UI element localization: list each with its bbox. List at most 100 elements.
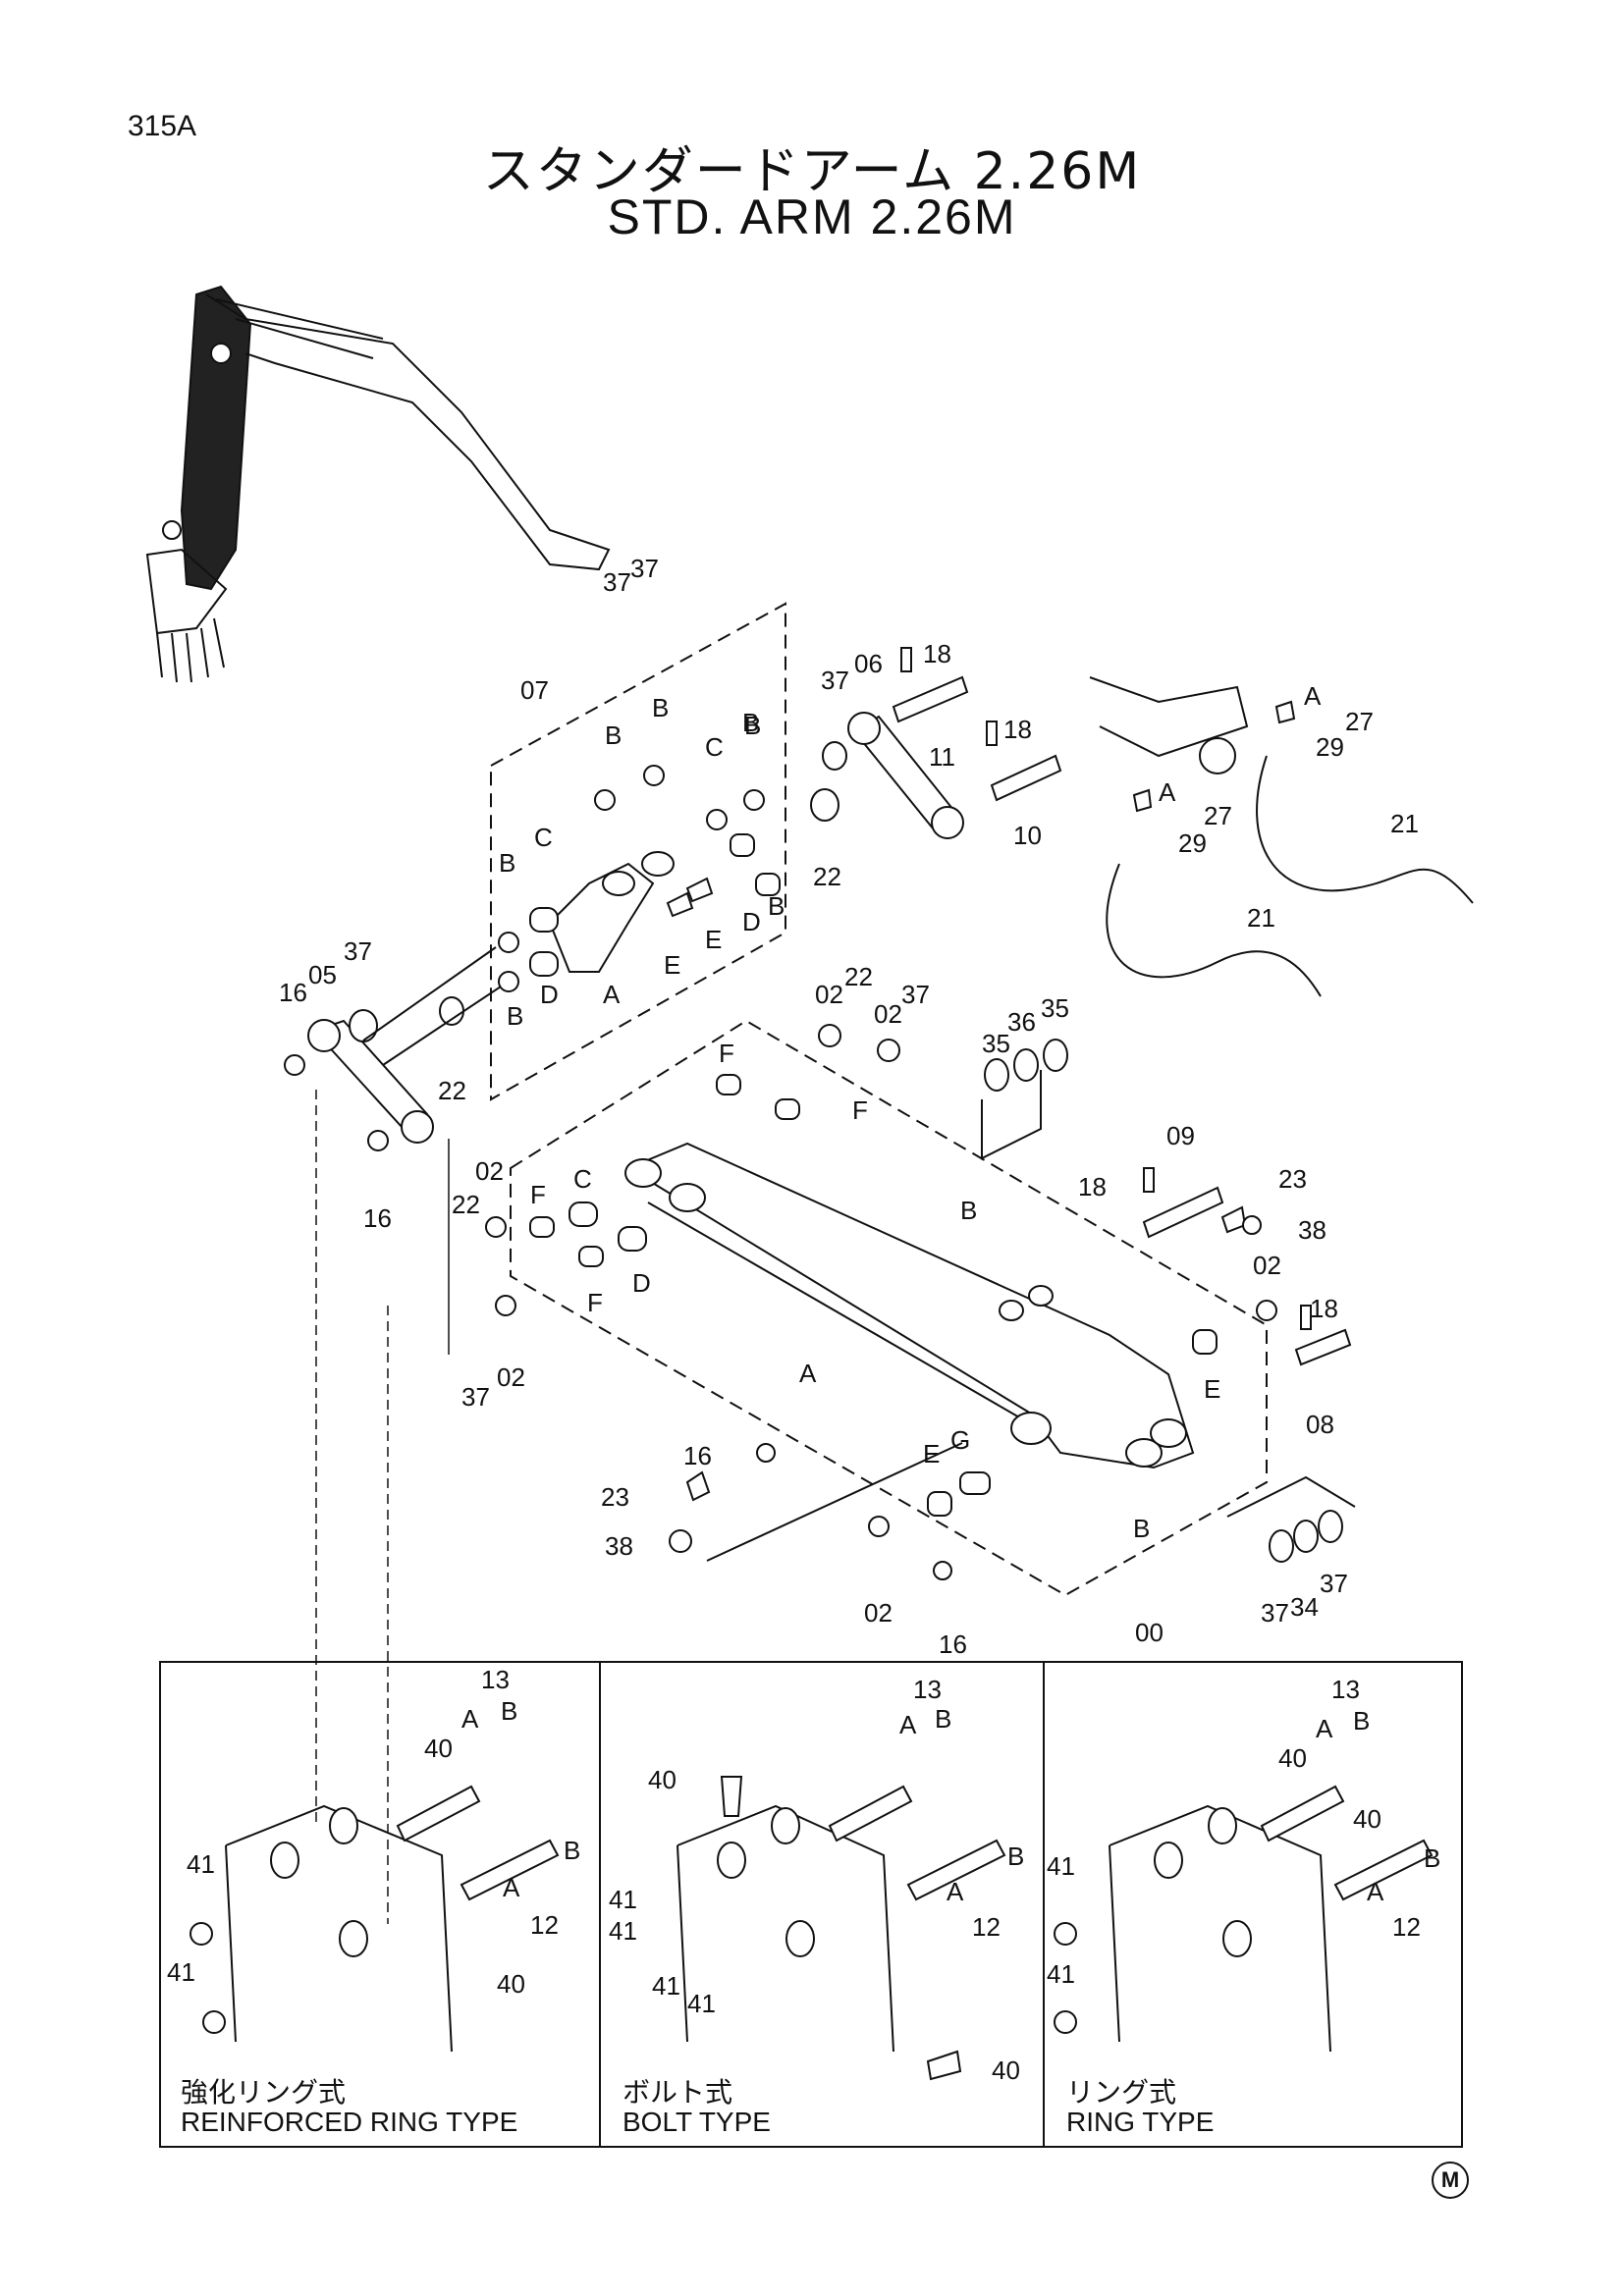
label-22: 22 [813,862,841,891]
label-B: B [935,1704,951,1734]
label-11: 11 [929,742,955,772]
label-B: B [652,693,669,722]
label-37: 37 [1261,1598,1289,1628]
label-16: 16 [683,1441,712,1470]
link-06 [810,647,1062,839]
page-number: 315A [128,110,197,142]
label-10: 10 [1013,821,1042,850]
label-F: F [530,1180,546,1209]
label-40: 40 [1353,1804,1381,1834]
label-A: A [1367,1877,1384,1906]
label-B: B [1007,1842,1024,1871]
label-40: 40 [424,1734,453,1763]
panel-1-caption-en: REINFORCED RING TYPE [181,2107,518,2137]
excavator-overview-sketch [145,285,611,683]
label-A: A [603,980,621,1009]
panel-sketch-reinforced-ring [189,1785,560,2053]
label-A: A [1159,777,1176,807]
label-41: 41 [609,1916,637,1946]
label-B: B [499,848,515,878]
label-E: E [664,950,680,980]
label-09: 09 [1166,1121,1195,1150]
label-29: 29 [1316,732,1344,762]
label-41: 41 [652,1971,680,2001]
label-13: 13 [1331,1675,1360,1704]
link-group-07 [490,602,786,1101]
label-B: B [564,1836,580,1865]
label-B: B [501,1696,517,1726]
label-02: 02 [497,1362,525,1392]
label-A: A [1304,681,1322,711]
label-13: 13 [481,1665,510,1694]
label-18: 18 [923,639,951,668]
label-40: 40 [497,1969,525,1999]
label-23: 23 [601,1482,629,1512]
label-37: 37 [821,666,849,695]
leader-lines [315,1090,450,1924]
label-37: 37 [1320,1569,1348,1598]
label-B: B [1133,1514,1150,1543]
label-41: 41 [1047,1959,1075,1989]
label-F: F [587,1288,603,1317]
label-00: 00 [1135,1618,1164,1647]
label-A: A [461,1704,479,1734]
label-35: 35 [1041,993,1069,1023]
label-A: A [899,1710,917,1739]
panel-1-caption-jp: 強化リング式 [181,2076,347,2109]
label-23: 23 [1278,1164,1307,1194]
label-07: 07 [520,675,549,705]
label-B: B [960,1196,977,1225]
label-41: 41 [609,1885,637,1914]
label-02: 02 [815,980,843,1009]
label-A: A [799,1359,817,1388]
label-12: 12 [972,1912,1001,1942]
label-16: 16 [363,1203,392,1233]
label-22: 22 [452,1190,480,1219]
panel-3-caption-en: RING TYPE [1066,2107,1215,2137]
label-27: 27 [1204,801,1232,830]
label-38: 38 [1298,1215,1326,1245]
label-08: 08 [1306,1410,1334,1439]
part-number-labels: 37 37 07 B B C B C B E E D B A D B 37 06… [167,554,1440,2085]
label-40: 40 [992,2056,1020,2085]
label-40: 40 [648,1765,677,1794]
label-41: 41 [167,1957,195,1987]
label-06: 06 [854,649,883,678]
label-A: A [1316,1714,1333,1743]
label-18: 18 [1078,1172,1107,1201]
panel-sketch-ring [1054,1785,1434,2053]
variant-panels-frame [159,1661,1463,2148]
label-B: B [744,711,761,740]
label-02: 02 [475,1156,504,1186]
label-05: 05 [308,960,337,989]
label-F: F [852,1095,868,1125]
link-05 [284,946,502,1151]
panel-3-caption-jp: リング式 [1066,2076,1177,2109]
label-16: 16 [939,1629,967,1659]
title-japanese: スタンダードアーム 2.26M [482,142,1142,201]
label-B: B [742,708,759,737]
label-37: 37 [461,1382,490,1412]
label-34: 34 [1290,1592,1319,1622]
label-02: 02 [1253,1251,1281,1280]
label-13: 13 [913,1675,942,1704]
label-02: 02 [874,999,902,1029]
footer-mark: M [1432,2162,1469,2199]
label-F: F [719,1039,734,1068]
label-E: E [923,1439,940,1468]
label-38: 38 [605,1531,633,1561]
arm-assembly-00 [485,1019,1356,1597]
label-C: C [534,823,553,852]
label-22: 22 [438,1076,466,1105]
label-21: 21 [1390,809,1419,838]
label-02: 02 [864,1598,893,1628]
label-35: 35 [982,1029,1010,1058]
label-G: G [950,1425,970,1455]
label-E: E [1204,1374,1220,1404]
label-22: 22 [844,962,873,991]
label-36: 36 [1007,1007,1036,1037]
label-A: A [503,1873,520,1902]
label-B: B [605,721,622,750]
